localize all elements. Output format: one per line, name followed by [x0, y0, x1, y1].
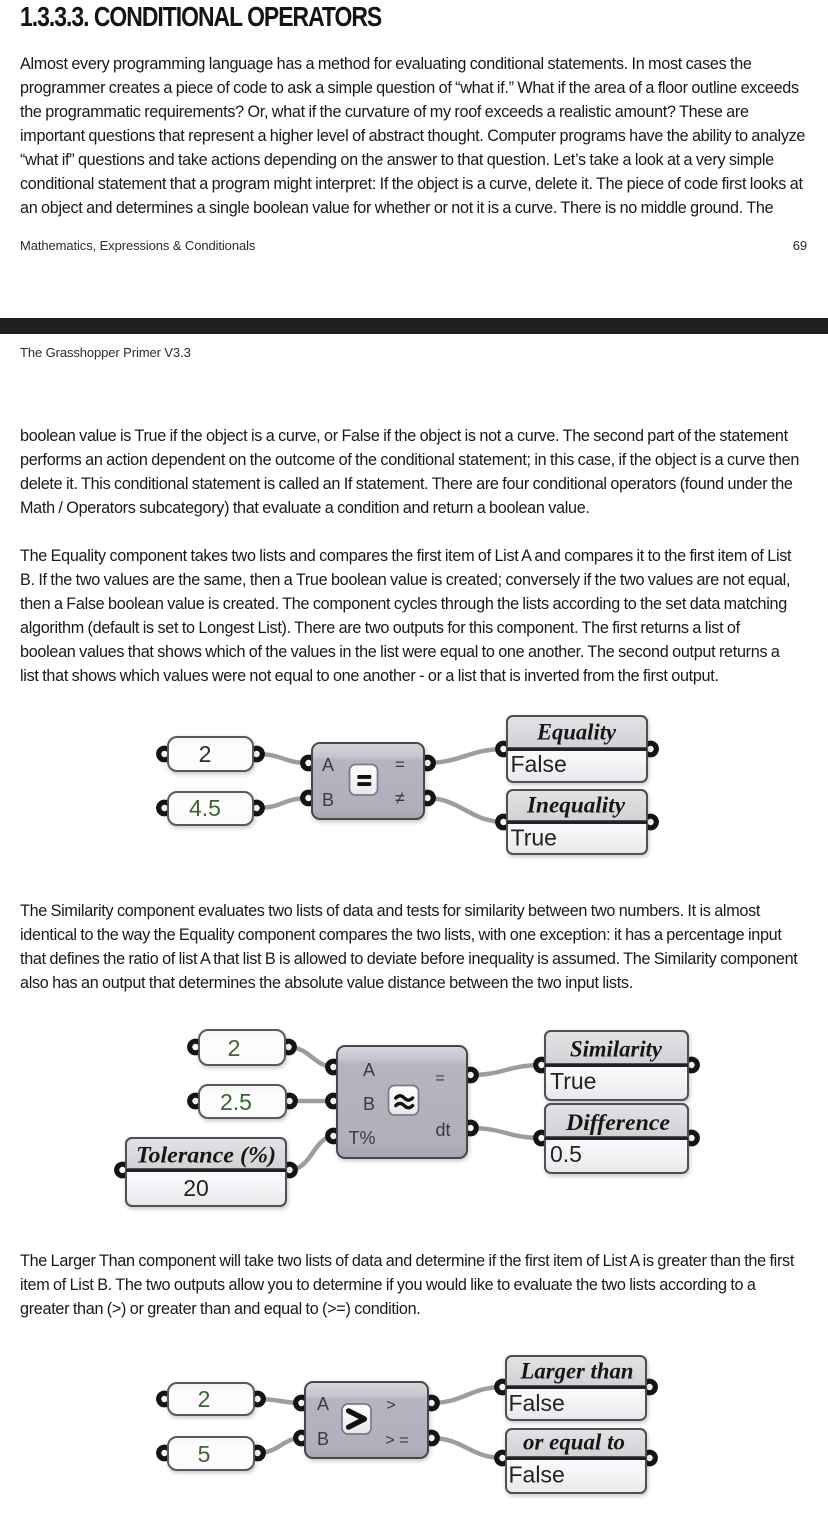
svg-text:2: 2 — [199, 741, 212, 767]
svg-text:Difference: Difference — [565, 1110, 670, 1135]
svg-text:False: False — [509, 1462, 565, 1488]
svg-text:B: B — [322, 790, 334, 810]
svg-text:B: B — [317, 1429, 329, 1449]
svg-text:≠: ≠ — [395, 788, 405, 808]
svg-text:True: True — [550, 1068, 596, 1094]
svg-text:A: A — [363, 1060, 375, 1080]
svg-text:Tolerance (%): Tolerance (%) — [136, 1143, 276, 1168]
svg-text:False: False — [511, 751, 567, 777]
svg-text:5: 5 — [198, 1441, 211, 1467]
svg-text:=: = — [395, 755, 405, 774]
svg-text:or equal to: or equal to — [523, 1430, 625, 1455]
svg-text:Similarity: Similarity — [570, 1037, 663, 1062]
svg-text:20: 20 — [183, 1175, 209, 1201]
svg-text:2: 2 — [198, 1386, 211, 1412]
svg-text:=: = — [435, 1070, 444, 1087]
svg-text:> =: > = — [385, 1432, 408, 1449]
svg-text:False: False — [509, 1390, 565, 1416]
svg-text:dt: dt — [435, 1120, 450, 1140]
svg-text:A: A — [322, 755, 334, 775]
svg-text:4.5: 4.5 — [189, 795, 221, 821]
svg-text:2: 2 — [228, 1035, 241, 1061]
svg-text:2.5: 2.5 — [220, 1089, 252, 1115]
svg-text:Inequality: Inequality — [526, 793, 626, 818]
svg-text:Equality: Equality — [536, 720, 617, 745]
svg-text:A: A — [317, 1394, 329, 1414]
svg-text:True: True — [511, 825, 557, 851]
svg-text:Larger than: Larger than — [520, 1359, 634, 1384]
svg-text:0.5: 0.5 — [550, 1141, 582, 1167]
svg-text:>: > — [386, 1397, 395, 1414]
svg-text:B: B — [363, 1094, 375, 1114]
svg-text:T%: T% — [349, 1128, 376, 1148]
